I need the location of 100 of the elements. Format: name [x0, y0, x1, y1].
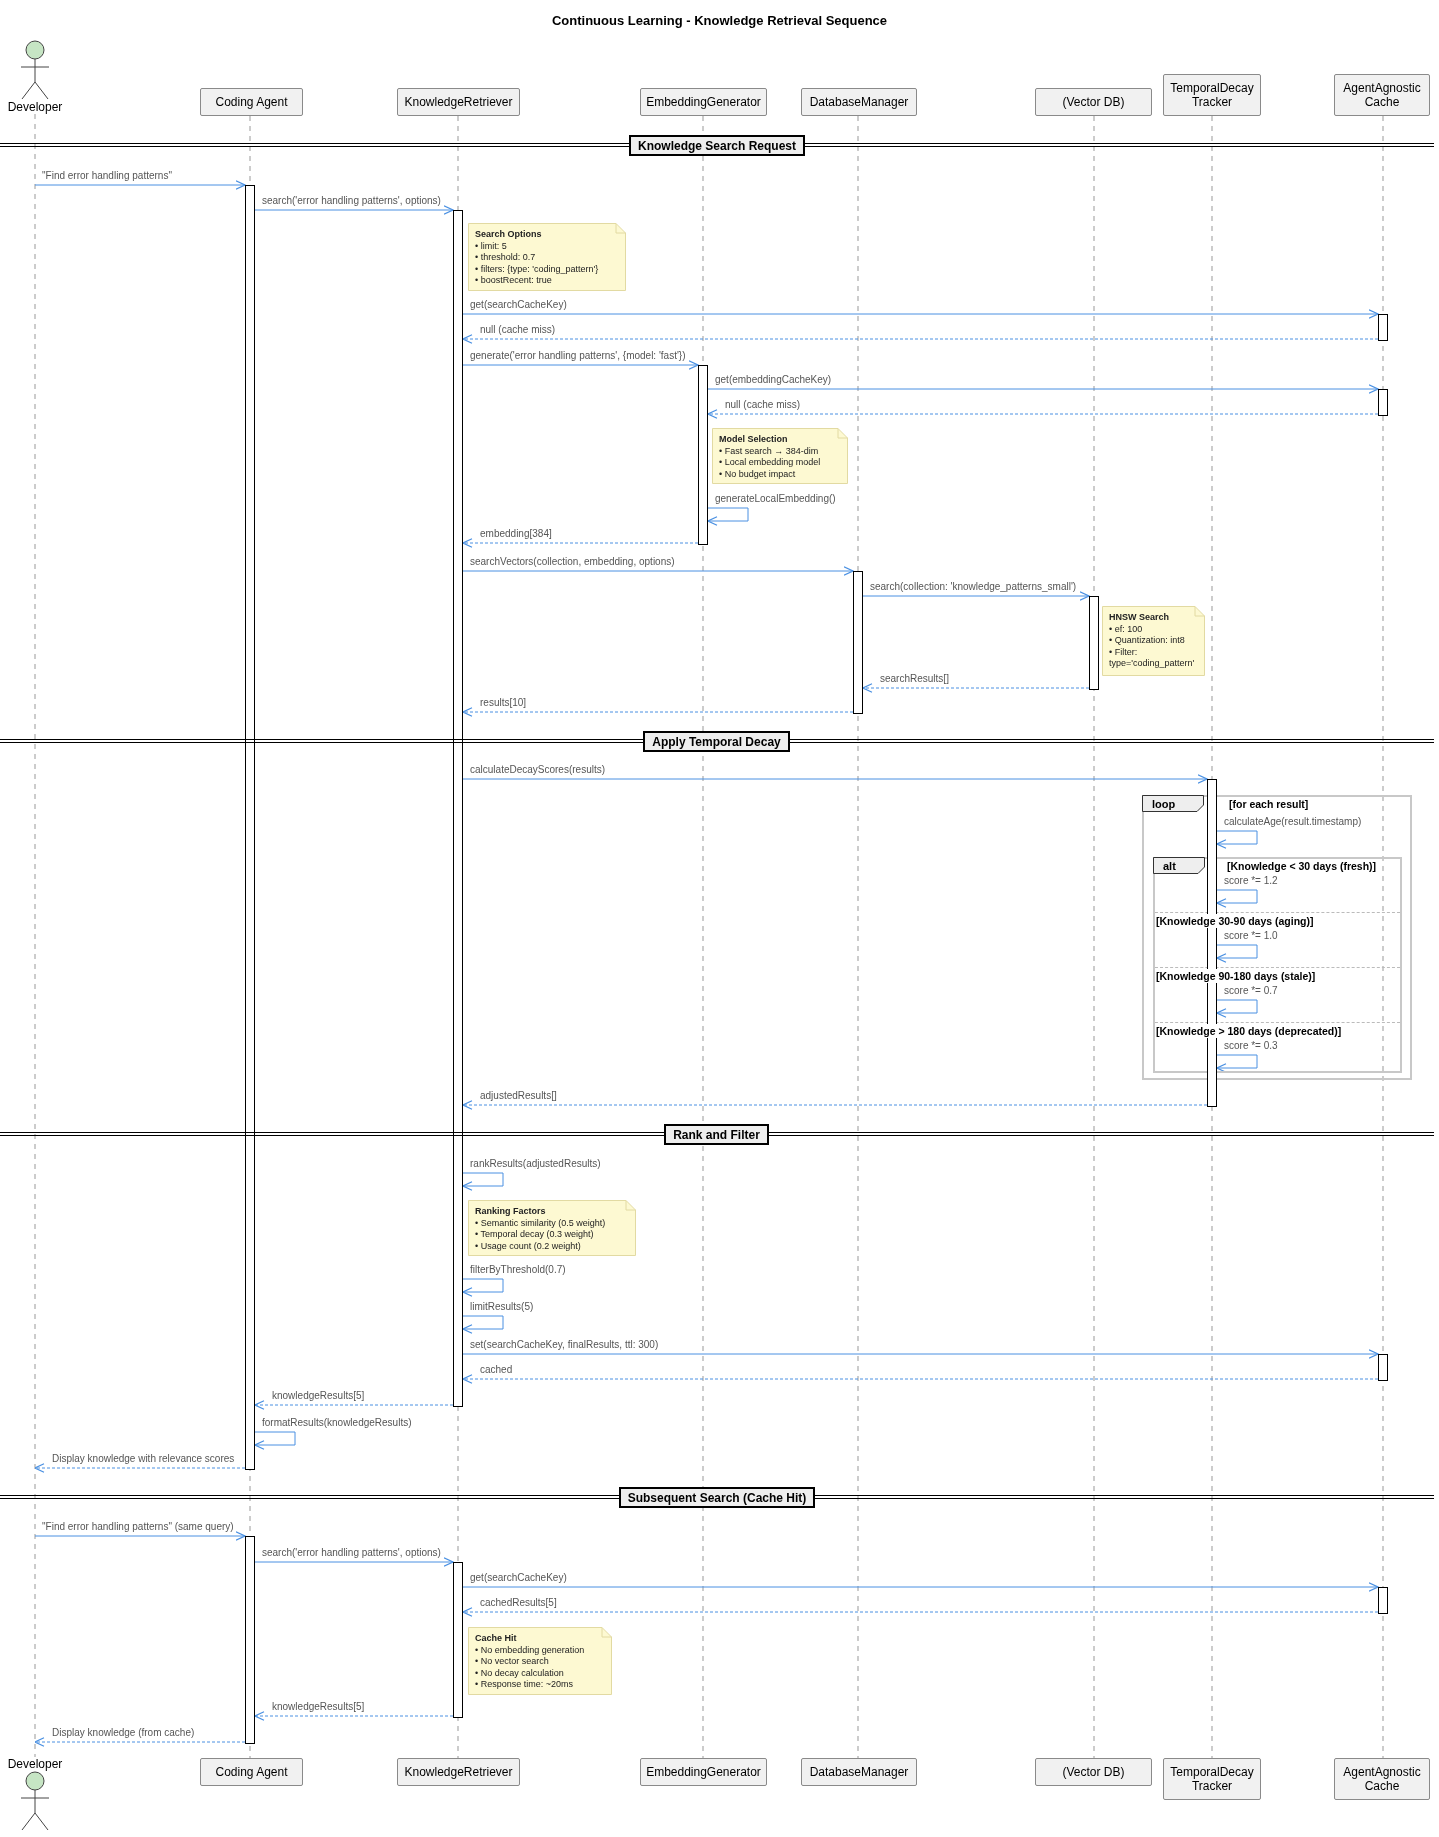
message-label: score *= 1.0 [1224, 930, 1278, 942]
self-message-arrow [462, 1278, 504, 1297]
message-arrow [34, 180, 246, 190]
lifeline [34, 113, 36, 1758]
message-label: cached [480, 1364, 513, 1376]
message-label: searchResults[] [880, 673, 949, 685]
note-item: • Fast search → 384-dim [719, 445, 819, 457]
message-label: generateLocalEmbedding() [715, 493, 836, 505]
self-message-arrow [462, 1315, 504, 1334]
message-label: Display knowledge (from cache) [52, 1727, 195, 1739]
self-message-arrow [1216, 1054, 1258, 1073]
message-label: search(collection: 'knowledge_patterns_small') [870, 581, 1077, 593]
message-label: formatResults(knowledgeResults) [262, 1417, 412, 1429]
participant-box: DatabaseManager [801, 88, 917, 116]
message-label: Display knowledge with relevance scores [52, 1453, 235, 1465]
actor-label: Developer [7, 1757, 63, 1771]
note-item: • No embedding generation [475, 1644, 585, 1656]
return-arrow [34, 1737, 246, 1747]
message-label: rankResults(adjustedResults) [470, 1158, 601, 1170]
activation-bar [1378, 314, 1388, 341]
message-label: "Find error handling patterns" (same query) [42, 1521, 234, 1533]
note-item: • Local embedding model [719, 457, 821, 469]
return-arrow [254, 1400, 454, 1410]
activation-bar [698, 365, 708, 545]
message-label: generate('error handling patterns', {model: 'fast'}) [470, 350, 686, 362]
note-title: Search Options [475, 229, 542, 241]
message-arrow [462, 566, 854, 576]
lifeline [1382, 115, 1384, 1759]
participant-box: TemporalDecay Tracker [1163, 74, 1261, 116]
message-arrow [462, 360, 699, 370]
diagram-title: Continuous Learning - Knowledge Retrieval Sequence [551, 13, 888, 29]
note-item: • Semantic similarity (0.5 weight) [475, 1217, 606, 1229]
note-item: • Quantization: int8 [1109, 635, 1185, 647]
participant-box: (Vector DB) [1035, 88, 1152, 116]
message-arrow [254, 205, 454, 215]
self-message-arrow [1216, 889, 1258, 908]
activation-bar [245, 185, 255, 1470]
message-label: null (cache miss) [480, 324, 556, 336]
return-arrow [462, 1374, 1379, 1384]
note-title: Ranking Factors [475, 1206, 546, 1218]
message-arrow [462, 309, 1379, 319]
return-arrow [462, 334, 1379, 344]
message-arrow [707, 384, 1379, 394]
self-message-arrow [462, 1172, 504, 1191]
activation-bar [853, 571, 863, 714]
activation-bar [453, 210, 463, 1407]
fragment-operator-tab: alt [1153, 857, 1205, 874]
note-item: • filters: {type: 'coding_pattern'} [475, 263, 599, 275]
return-arrow [34, 1463, 246, 1473]
message-label: get(embeddingCacheKey) [715, 374, 832, 386]
return-arrow [462, 1100, 1208, 1110]
participant-box: KnowledgeRetriever [397, 88, 520, 116]
note-item: • Usage count (0.2 weight) [475, 1240, 581, 1252]
message-label: get(searchCacheKey) [470, 299, 567, 311]
note-item: • No decay calculation [475, 1667, 564, 1679]
message-label: score *= 0.3 [1224, 1040, 1278, 1052]
return-arrow [254, 1711, 454, 1721]
participant-box: KnowledgeRetriever [397, 1758, 520, 1786]
message-arrow [254, 1557, 454, 1567]
message-label: results[10] [480, 697, 527, 709]
divider-label: Apply Temporal Decay [643, 731, 790, 752]
message-label: search('error handling patterns', options) [262, 1547, 441, 1559]
message-label: "Find error handling patterns" [42, 170, 172, 182]
self-message-arrow [707, 507, 749, 526]
divider-label: Knowledge Search Request [629, 135, 805, 156]
return-arrow [462, 707, 854, 717]
message-label: adjustedResults[] [480, 1090, 557, 1102]
activation-bar [1378, 1587, 1388, 1614]
message-label: score *= 0.7 [1224, 985, 1278, 997]
message-label: searchVectors(collection, embedding, options) [470, 556, 675, 568]
participant-box: Coding Agent [200, 1758, 303, 1786]
message-label: knowledgeResults[5] [272, 1390, 365, 1402]
note-item: • Temporal decay (0.3 weight) [475, 1229, 594, 1241]
participant-box: (Vector DB) [1035, 1758, 1152, 1786]
participant-box: DatabaseManager [801, 1758, 917, 1786]
activation-bar [1089, 596, 1099, 690]
participant-box: AgentAgnostic Cache [1334, 1758, 1430, 1800]
message-arrow [462, 774, 1208, 784]
guard-condition: [Knowledge 30-90 days (aging)] [1156, 914, 1314, 928]
self-message-arrow [1216, 999, 1258, 1018]
participant-box: Coding Agent [200, 88, 303, 116]
participant-box: EmbeddingGenerator [640, 1758, 767, 1786]
participant-box: TemporalDecay Tracker [1163, 1758, 1261, 1800]
message-label: score *= 1.2 [1224, 875, 1278, 887]
note-item: • ef: 100 [1109, 623, 1143, 635]
participant-box: EmbeddingGenerator [640, 88, 767, 116]
self-message-arrow [1216, 830, 1258, 849]
note-item: • No budget impact [719, 468, 796, 480]
return-arrow [707, 409, 1379, 419]
message-label: calculateAge(result.timestamp) [1224, 816, 1362, 828]
guard-condition: [Knowledge < 30 days (fresh)] [1227, 859, 1377, 873]
divider-label: Subsequent Search (Cache Hit) [619, 1487, 815, 1508]
note-title: Cache Hit [475, 1633, 517, 1645]
lifeline [857, 115, 859, 1759]
message-label: limitResults(5) [470, 1301, 534, 1313]
message-label: cachedResults[5] [480, 1597, 557, 1609]
fragment-operator-tab: loop [1142, 795, 1204, 812]
note-item: • Response time: ~20ms [475, 1679, 573, 1691]
actor-label: Developer [7, 100, 63, 114]
activation-bar [1378, 1354, 1388, 1381]
